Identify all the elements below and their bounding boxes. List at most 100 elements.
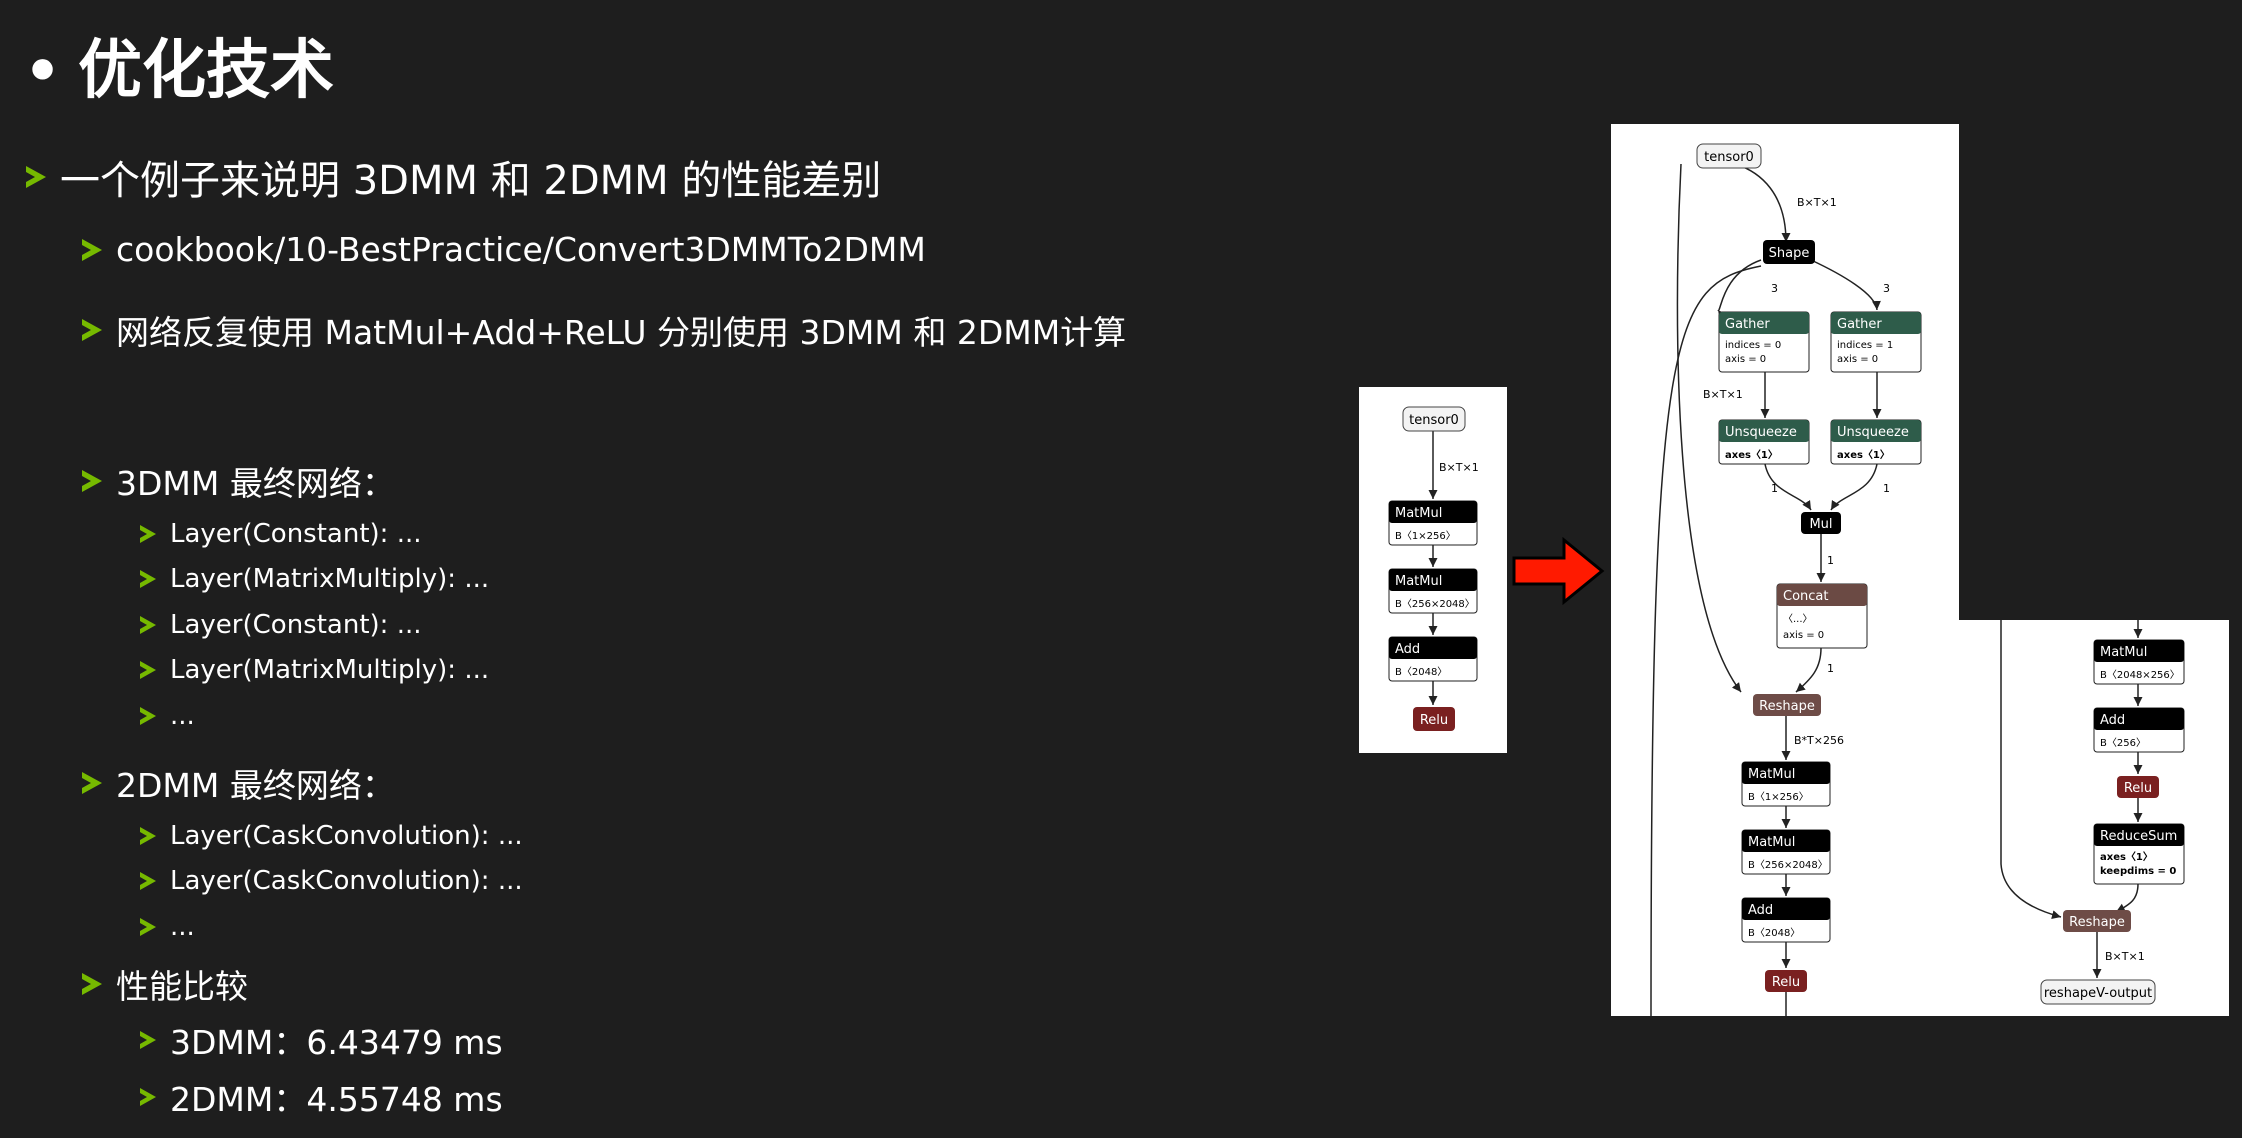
- bullet-text: 3DMM 最终网络：: [116, 464, 395, 503]
- edge: [1764, 463, 1812, 511]
- bullet-arrow-icon: [140, 1088, 156, 1106]
- node-matmul-2: MatMul B〈256×2048〉: [1388, 568, 1478, 614]
- node-add: Add B〈2048〉: [1741, 897, 1831, 943]
- node-attr: keepdims = 0: [2100, 866, 2176, 877]
- node-mul: Mul: [1801, 512, 1841, 534]
- bullet-arrow-icon: [140, 827, 156, 845]
- bullet-cookbook: cookbook/10-BestPractice/Convert3DMMTo2D…: [82, 230, 926, 269]
- node-label: Relu: [1772, 975, 1800, 990]
- node-label: MatMul: [1395, 574, 1442, 589]
- bullet-arrow-icon: [140, 872, 156, 890]
- edge: [1676, 163, 1742, 693]
- node-relu: Relu: [1413, 707, 1455, 731]
- graph-2dmm-panel-extension: [1958, 620, 2229, 1016]
- node-attr: axis = 0: [1783, 630, 1824, 641]
- node-label: Gather: [1725, 317, 1770, 332]
- bullet-text: Layer(CaskConvolution): ...: [170, 866, 523, 896]
- title-bullet: •: [24, 37, 62, 105]
- node-label: Add: [1395, 642, 1420, 657]
- node-attr: B〈2048〉: [1748, 927, 1800, 939]
- bullet-arrow-icon: [26, 166, 46, 188]
- bullet-arrow-icon: [82, 772, 102, 794]
- node-attr: axis = 0: [1725, 354, 1766, 365]
- bullet-main: 一个例子来说明 3DMM 和 2DMM 的性能差别: [26, 148, 881, 206]
- bullet-3dmm-4: Layer(MatrixMultiply): ...: [140, 655, 489, 685]
- bullet-text: Layer(Constant): ...: [170, 519, 422, 549]
- bullet-2dmm: 2DMM 最终网络：: [82, 759, 395, 807]
- bullet-text: Layer(MatrixMultiply): ...: [170, 655, 490, 685]
- edge: [1795, 647, 1822, 693]
- edge-label: 1: [1827, 554, 1834, 567]
- node-label: Relu: [1420, 713, 1448, 728]
- bullet-arrow-icon: [140, 1031, 156, 1049]
- node-label: tensor0: [1704, 150, 1754, 165]
- bullet-text: 2DMM：4.55748 ms: [170, 1080, 503, 1119]
- node-attr: B〈1×256〉: [1748, 791, 1809, 803]
- edge: [1717, 259, 1762, 320]
- node-label: MatMul: [1395, 506, 1442, 521]
- node-label: reshapeV-output: [2044, 986, 2152, 1001]
- node-reducesum: ReduceSum axes〈1〉 keepdims = 0: [2093, 823, 2185, 885]
- node-label: Concat: [1783, 589, 1828, 604]
- bullet-perf: 性能比较: [82, 960, 248, 1008]
- bullet-2dmm-2: Layer(CaskConvolution): ...: [140, 866, 523, 896]
- bullet-3dmm: 3DMM 最终网络：: [82, 457, 395, 505]
- bullet-text: 3DMM：6.43479 ms: [170, 1023, 503, 1062]
- edge-label: 1: [1883, 482, 1890, 495]
- bullet-arrow-icon: [82, 470, 102, 492]
- node-attr: indices = 0: [1725, 340, 1781, 351]
- node-label: Unsqueeze: [1837, 425, 1909, 440]
- node-matmul-1: MatMul B〈1×256〉: [1388, 500, 1478, 546]
- bullet-3dmm-3: Layer(Constant): ...: [140, 610, 421, 640]
- bullet-arrow-icon: [140, 616, 156, 634]
- node-matmul-2: MatMul B〈256×2048〉: [1741, 829, 1831, 875]
- edge: [2115, 883, 2139, 913]
- edge-label: 3: [1883, 282, 1890, 295]
- edge-label: 1: [1771, 482, 1778, 495]
- node-label: Reshape: [1759, 699, 1815, 714]
- bullet-text: 一个例子来说明 3DMM 和 2DMM 的性能差别: [60, 158, 882, 204]
- node-attr: axes〈1〉: [1725, 448, 1778, 461]
- node-label: ReduceSum: [2100, 829, 2177, 844]
- bullet-text: ...: [170, 701, 195, 731]
- edge-label: 3: [1771, 282, 1778, 295]
- bullet-text: 网络反复使用 MatMul+Add+ReLU 分别使用 3DMM 和 2DMM计…: [116, 313, 1127, 352]
- node-add: Add B〈2048〉: [1388, 636, 1478, 682]
- bullet-arrow-icon: [140, 661, 156, 679]
- node-label: MatMul: [1748, 767, 1795, 782]
- bullet-arrow-icon: [140, 707, 156, 725]
- node-attr: axis = 0: [1837, 354, 1878, 365]
- edge-label: B×T×1: [1439, 461, 1479, 474]
- node-concat: Concat 〈...〉 axis = 0: [1776, 583, 1868, 649]
- bullet-perf-3dmm: 3DMM：6.43479 ms: [140, 1016, 503, 1064]
- red-arrow-icon: [1512, 536, 1605, 606]
- bullet-3dmm-2: Layer(MatrixMultiply): ...: [140, 564, 489, 594]
- node-attr: B〈256×2048〉: [1395, 598, 1475, 610]
- node-attr: B〈256〉: [2100, 737, 2146, 749]
- node-unsqueeze-1: Unsqueeze axes〈1〉: [1718, 419, 1810, 465]
- node-add-2: Add B〈256〉: [2093, 707, 2185, 753]
- node-label: Add: [1748, 903, 1773, 918]
- edge: [1650, 265, 1762, 1016]
- edge-label: B×T×1: [1797, 196, 1837, 209]
- bullet-arrow-icon: [140, 918, 156, 936]
- node-attr: axes〈1〉: [2100, 850, 2153, 863]
- bullet-text: cookbook/10-BestPractice/Convert3DMMTo2D…: [116, 230, 926, 269]
- bullet-network: 网络反复使用 MatMul+Add+ReLU 分别使用 3DMM 和 2DMM计…: [82, 306, 1126, 354]
- edge-label: B*T×256: [1794, 734, 1844, 747]
- node-label: Add: [2100, 713, 2125, 728]
- node-label: Reshape: [2069, 915, 2125, 930]
- graph-3dmm-panel: tensor0 B×T×1 MatMul B〈1×256〉 MatMul B〈2…: [1359, 387, 1507, 753]
- edge: [1810, 259, 1881, 311]
- node-attr: axes〈1〉: [1837, 448, 1890, 461]
- node-reshape-2: Reshape: [2063, 910, 2131, 932]
- node-shape: Shape: [1763, 240, 1815, 264]
- bullet-arrow-icon: [82, 238, 102, 261]
- node-attr: B〈2048×256〉: [2100, 669, 2180, 681]
- edge-label: B×T×1: [2105, 950, 2145, 963]
- node-label: tensor0: [1409, 413, 1459, 428]
- node-relu: Relu: [1765, 970, 1807, 992]
- node-gather-1: Gather indices = 0 axis = 0: [1718, 311, 1810, 373]
- bullet-text: 性能比较: [116, 967, 248, 1006]
- node-gather-2: Gather indices = 1 axis = 0: [1830, 311, 1922, 373]
